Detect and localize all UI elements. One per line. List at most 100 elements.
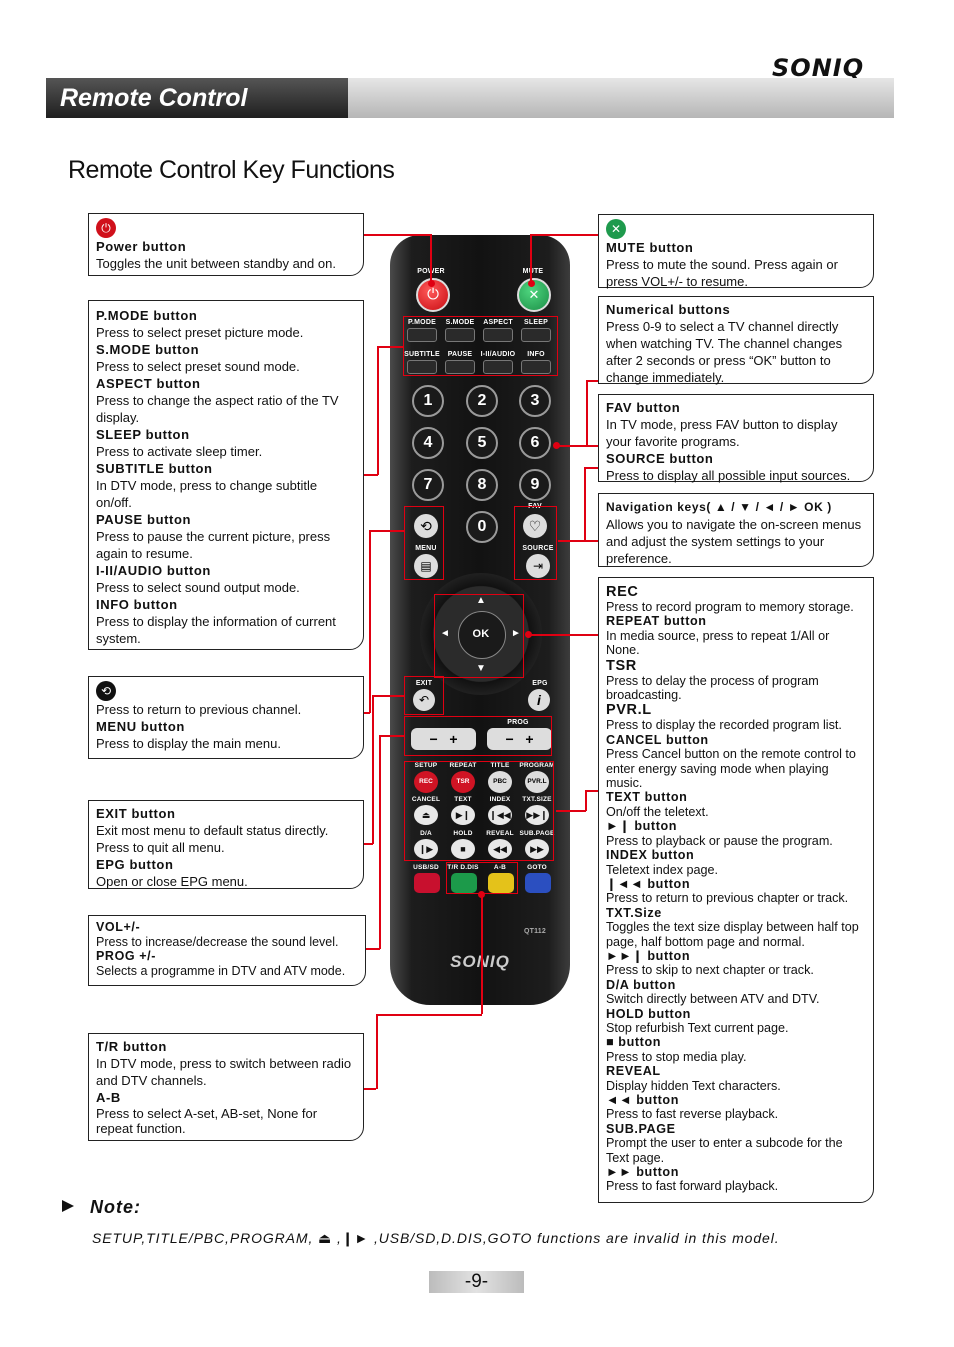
remote-media-button[interactable]: REC — [414, 771, 438, 793]
remote-recall-button[interactable]: ⟲ — [414, 514, 438, 538]
media-item-title: REC — [606, 584, 639, 600]
remote-media-button[interactable]: ▶▶❙ — [525, 805, 549, 825]
ab-title: A-B — [96, 1090, 121, 1105]
pmode-item-text: Press to select preset sound mode. — [96, 359, 300, 374]
remote-logo: SONIQ — [450, 952, 510, 971]
remote-menu-button[interactable]: ▤ — [414, 554, 438, 578]
nav-right-icon[interactable]: ► — [510, 628, 522, 639]
mute-title: MUTE button — [606, 240, 694, 255]
media-item-text: Prompt the user to enter a subcode for t… — [606, 1136, 843, 1165]
remote-media-button[interactable]: ❙▶ — [414, 839, 438, 859]
connector-line — [585, 790, 598, 792]
nav-up-icon[interactable]: ▲ — [475, 595, 487, 606]
remote-media-button[interactable]: TSR — [451, 771, 475, 793]
menu-title: MENU button — [96, 719, 185, 734]
remote-digit-button[interactable]: 5 — [466, 427, 498, 459]
remote-digit-button[interactable]: 8 — [466, 469, 498, 501]
section-title: Remote Control — [60, 84, 248, 112]
remote-digit-button[interactable]: 7 — [412, 469, 444, 501]
pmode-item-text: Press to activate sleep timer. — [96, 444, 263, 459]
remote-media-button[interactable]: ◀◀ — [488, 839, 512, 859]
exit-text: Exit most menu to default status directl… — [96, 823, 329, 855]
connector-line — [584, 467, 586, 541]
pmode-item-title: S.MODE button — [96, 342, 200, 357]
media-item-title: CANCEL button — [606, 732, 709, 747]
media-item-title: ►►❙ button — [606, 948, 691, 963]
remote-vol-rocker[interactable]: − + — [411, 728, 476, 750]
remote-digit-button[interactable]: 1 — [412, 385, 444, 417]
remote-func-button[interactable] — [407, 360, 437, 374]
highlight-frame — [514, 506, 557, 580]
remote-func-button[interactable] — [521, 360, 551, 374]
recall-icon: ⟲ — [96, 681, 116, 701]
remote-exit-button[interactable]: ↶ — [413, 689, 435, 711]
remote-digit-button[interactable]: 9 — [519, 469, 551, 501]
remote-media-label: TXT.SIZE — [522, 796, 552, 803]
pmode-item-title: P.MODE button — [96, 308, 198, 323]
media-item-text: Press to stop media play. — [606, 1049, 747, 1064]
remote-media-button[interactable]: ■ — [451, 839, 475, 859]
note-arrow-icon — [62, 1200, 74, 1212]
remote-media-button[interactable]: ⏏ — [414, 805, 438, 825]
remote-func-button[interactable] — [445, 328, 475, 342]
remote-func-button[interactable] — [483, 360, 513, 374]
highlight-frame — [404, 676, 444, 715]
remote-media-button[interactable]: ▶❙ — [451, 805, 475, 825]
remote-media-button[interactable] — [488, 873, 514, 893]
connector-line — [376, 1014, 378, 1089]
remote-ok-button[interactable] — [458, 611, 506, 659]
remote-func-button[interactable] — [521, 328, 551, 342]
remote-media-button[interactable]: PVR.L — [525, 771, 549, 793]
remote-source-button[interactable]: ⇥ — [526, 554, 550, 578]
remote-digit-button[interactable]: 6 — [519, 427, 551, 459]
remote-func-button[interactable] — [445, 360, 475, 374]
remote-digit-button[interactable]: 2 — [466, 385, 498, 417]
remote-func-label: PAUSE — [447, 351, 473, 358]
fav-text: In TV mode, press FAV button to display … — [606, 417, 838, 449]
remote-digit-button[interactable]: 0 — [466, 511, 498, 543]
remote-prog-rocker[interactable]: − + — [487, 728, 552, 750]
mute-box: ✕ MUTE button Press to mute the sound. P… — [598, 214, 874, 289]
remote-func-button[interactable] — [407, 328, 437, 342]
pmode-item-text: Press to display the information of curr… — [96, 614, 336, 646]
pmode-item-text: Press to select sound output mode. — [96, 580, 300, 595]
remote-digit-button[interactable]: 3 — [519, 385, 551, 417]
media-item-text: Press to return to previous chapter or t… — [606, 891, 849, 906]
remote-media-button[interactable] — [414, 873, 440, 893]
connector-line — [372, 695, 404, 697]
remote-media-button[interactable]: ❙◀◀ — [488, 805, 512, 825]
remote-mute-button[interactable]: ✕ — [517, 278, 551, 312]
remote-fav-button[interactable]: ♡ — [523, 514, 547, 538]
highlight-frame — [434, 594, 524, 678]
recall-box: ⟲ Press to return to previous channel. M… — [88, 676, 364, 759]
pmode-item-text: Press to change the aspect ratio of the … — [96, 393, 339, 425]
vol-box: VOL+/- Press to increase/decrease the so… — [88, 915, 366, 986]
media-item-title: D/A button — [606, 977, 676, 992]
remote-media-button[interactable] — [525, 873, 551, 893]
nav-left-icon[interactable]: ◄ — [439, 628, 451, 639]
connector-line — [530, 234, 598, 236]
connector-dot — [428, 280, 435, 287]
remote-media-label: CANCEL — [411, 796, 441, 803]
remote-media-button[interactable]: PBC — [488, 771, 512, 793]
media-item-title: ❙◄◄ button — [606, 876, 691, 891]
remote-media-label: TITLE — [490, 762, 510, 769]
nav-box: Navigation keys( ▲ / ▼ / ◄ / ► OK ) Allo… — [598, 493, 874, 567]
remote-media-button[interactable] — [451, 873, 477, 893]
connector-line — [584, 467, 598, 469]
connector-line — [364, 712, 370, 714]
connector-line — [530, 234, 532, 282]
source-title: SOURCE button — [606, 451, 714, 466]
remote-media-label: T/R D.DIS — [447, 864, 479, 871]
nav-down-icon[interactable]: ▼ — [475, 663, 487, 674]
remote-epg-button[interactable]: i — [528, 689, 550, 711]
pmode-item-title: ASPECT button — [96, 376, 201, 391]
source-label: SOURCE — [522, 545, 554, 552]
remote-media-button[interactable]: ▶▶ — [525, 839, 549, 859]
pmode-item-text: Press to select preset picture mode. — [96, 325, 304, 340]
remote-func-button[interactable] — [483, 328, 513, 342]
media-item-text: Press to playback or pause the program. — [606, 833, 833, 848]
remote-digit-button[interactable]: 4 — [412, 427, 444, 459]
remote-media-label: PROGRAM — [519, 762, 555, 769]
